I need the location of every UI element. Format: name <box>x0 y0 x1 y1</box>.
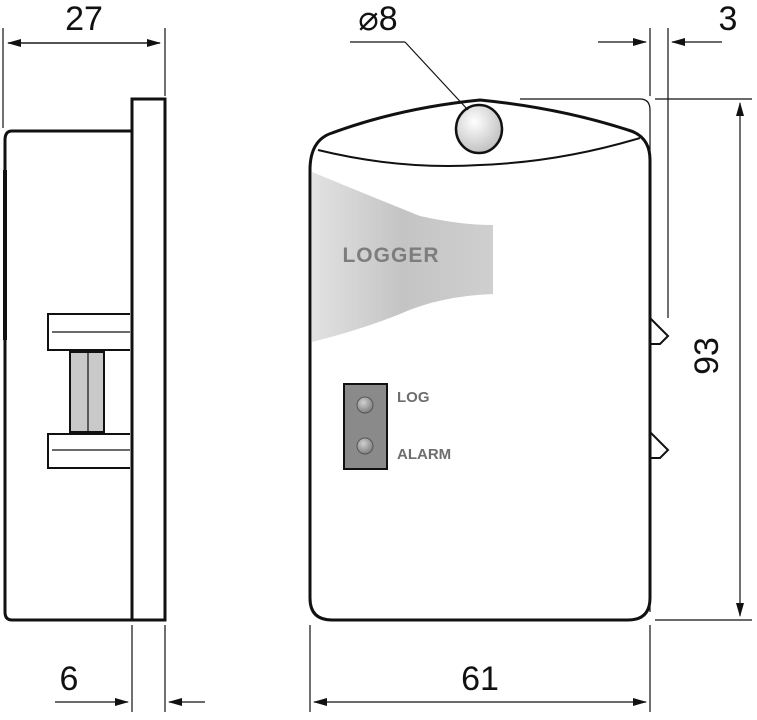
dimension-label-27: 27 <box>65 0 103 38</box>
dimension-clip-offset: 3 <box>598 0 737 318</box>
dimension-label-93: 93 <box>688 337 726 375</box>
right-clip-upper <box>649 317 670 345</box>
dimension-label-61: 61 <box>461 660 499 698</box>
top-cap-line <box>317 137 641 167</box>
dimension-width: 61 <box>309 625 651 712</box>
status-led <box>454 103 504 155</box>
side-base-plate <box>130 97 167 622</box>
dimension-base-depth: 6 <box>55 625 205 712</box>
side-body <box>3 129 134 622</box>
front-housing <box>308 98 652 622</box>
dimension-label-diameter: ⌀8 <box>358 0 397 38</box>
side-clip <box>47 313 130 469</box>
dimension-label-3: 3 <box>719 0 738 38</box>
label-band <box>312 172 493 342</box>
alarm-led <box>356 437 374 455</box>
dimension-label-6: 6 <box>60 660 79 698</box>
brand-label: LOGGER <box>342 244 439 267</box>
dimension-side-depth: 27 <box>2 0 166 128</box>
side-view <box>3 97 167 622</box>
dimension-led-diameter: ⌀8 <box>350 0 469 111</box>
log-led <box>356 396 374 414</box>
right-clip-lower <box>649 431 670 459</box>
indicator-label-log: LOG <box>397 389 430 406</box>
side-ridge <box>3 170 7 340</box>
dimension-height: 93 <box>655 98 752 621</box>
front-view: LOGGER LOG ALARM <box>308 98 670 622</box>
indicator-label-alarm: ALARM <box>397 446 451 463</box>
